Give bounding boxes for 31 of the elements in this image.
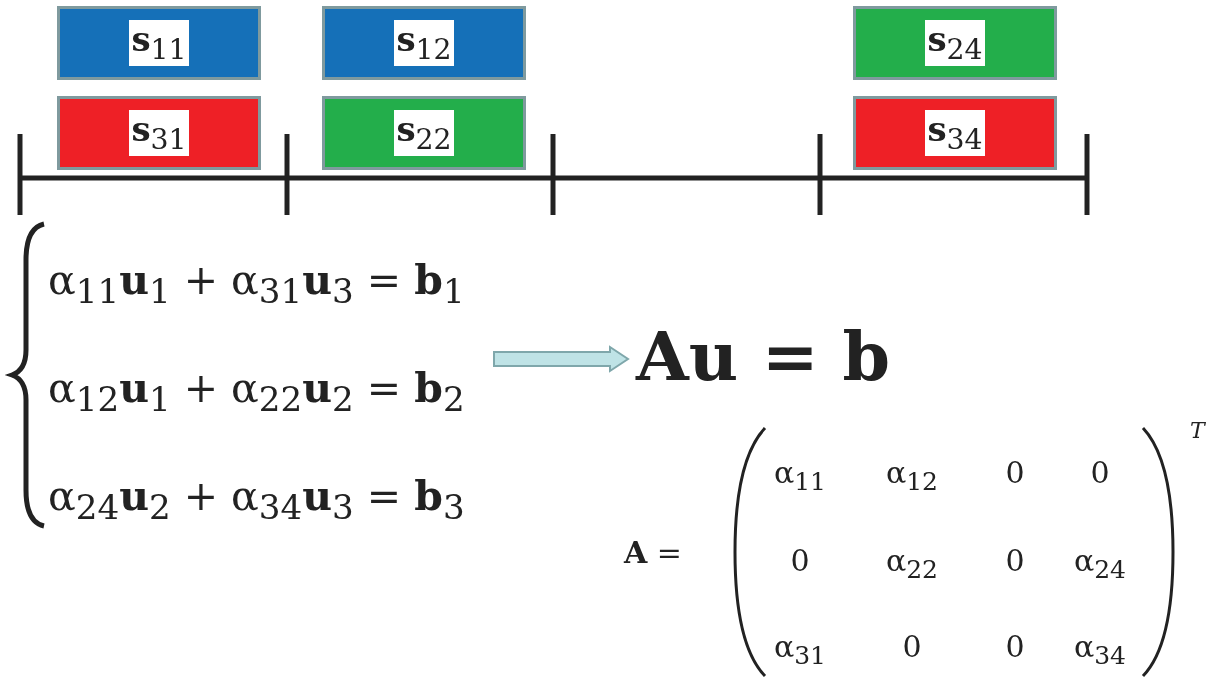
matrix-entry: α$_{24}$ <box>1072 546 1128 582</box>
slot-label: s$_{11}$ <box>129 19 189 67</box>
matrix-entry: α$_{12}$ <box>884 458 940 494</box>
time-slot-bar <box>322 6 526 80</box>
equation: α$_{11}$u$_{1}$ + α$_{31}$u$_{3}$ = b$_{1}$ <box>48 260 465 309</box>
time-slot-bar <box>322 96 526 170</box>
matrix-entry: 0 <box>1004 546 1026 576</box>
slot-label: s$_{34}$ <box>925 109 985 157</box>
time-slot-bar <box>853 96 1057 170</box>
equation: α$_{24}$u$_{2}$ + α$_{34}$u$_{3}$ = b$_{3}$ <box>48 476 465 525</box>
matrix-entry: 0 <box>1004 632 1026 662</box>
block-arrow <box>493 345 630 373</box>
slot-label: s$_{24}$ <box>925 19 985 67</box>
time-slot-bar <box>57 6 261 80</box>
time-slot-bar <box>57 96 261 170</box>
matrix-entry: 0 <box>1089 458 1111 488</box>
matrix-entry: α$_{22}$ <box>884 546 940 582</box>
matrix-entry: α$_{11}$ <box>772 458 828 494</box>
transpose-mark: T <box>1190 420 1205 442</box>
equation: Au = b <box>636 322 891 390</box>
slot-label: s$_{31}$ <box>129 109 189 157</box>
slot-label: s$_{22}$ <box>394 109 454 157</box>
matrix-entry: 0 <box>1004 458 1026 488</box>
matrix-entry: 0 <box>901 632 923 662</box>
matrix-entry: α$_{34}$ <box>1072 632 1128 668</box>
slot-label: s$_{12}$ <box>394 19 454 67</box>
matrix-name: A = <box>624 538 682 568</box>
time-slot-bar <box>853 6 1057 80</box>
matrix-entry: α$_{31}$ <box>772 632 828 668</box>
equation: α$_{12}$u$_{1}$ + α$_{22}$u$_{2}$ = b$_{2}$ <box>48 368 465 417</box>
matrix-entry: 0 <box>789 546 811 576</box>
